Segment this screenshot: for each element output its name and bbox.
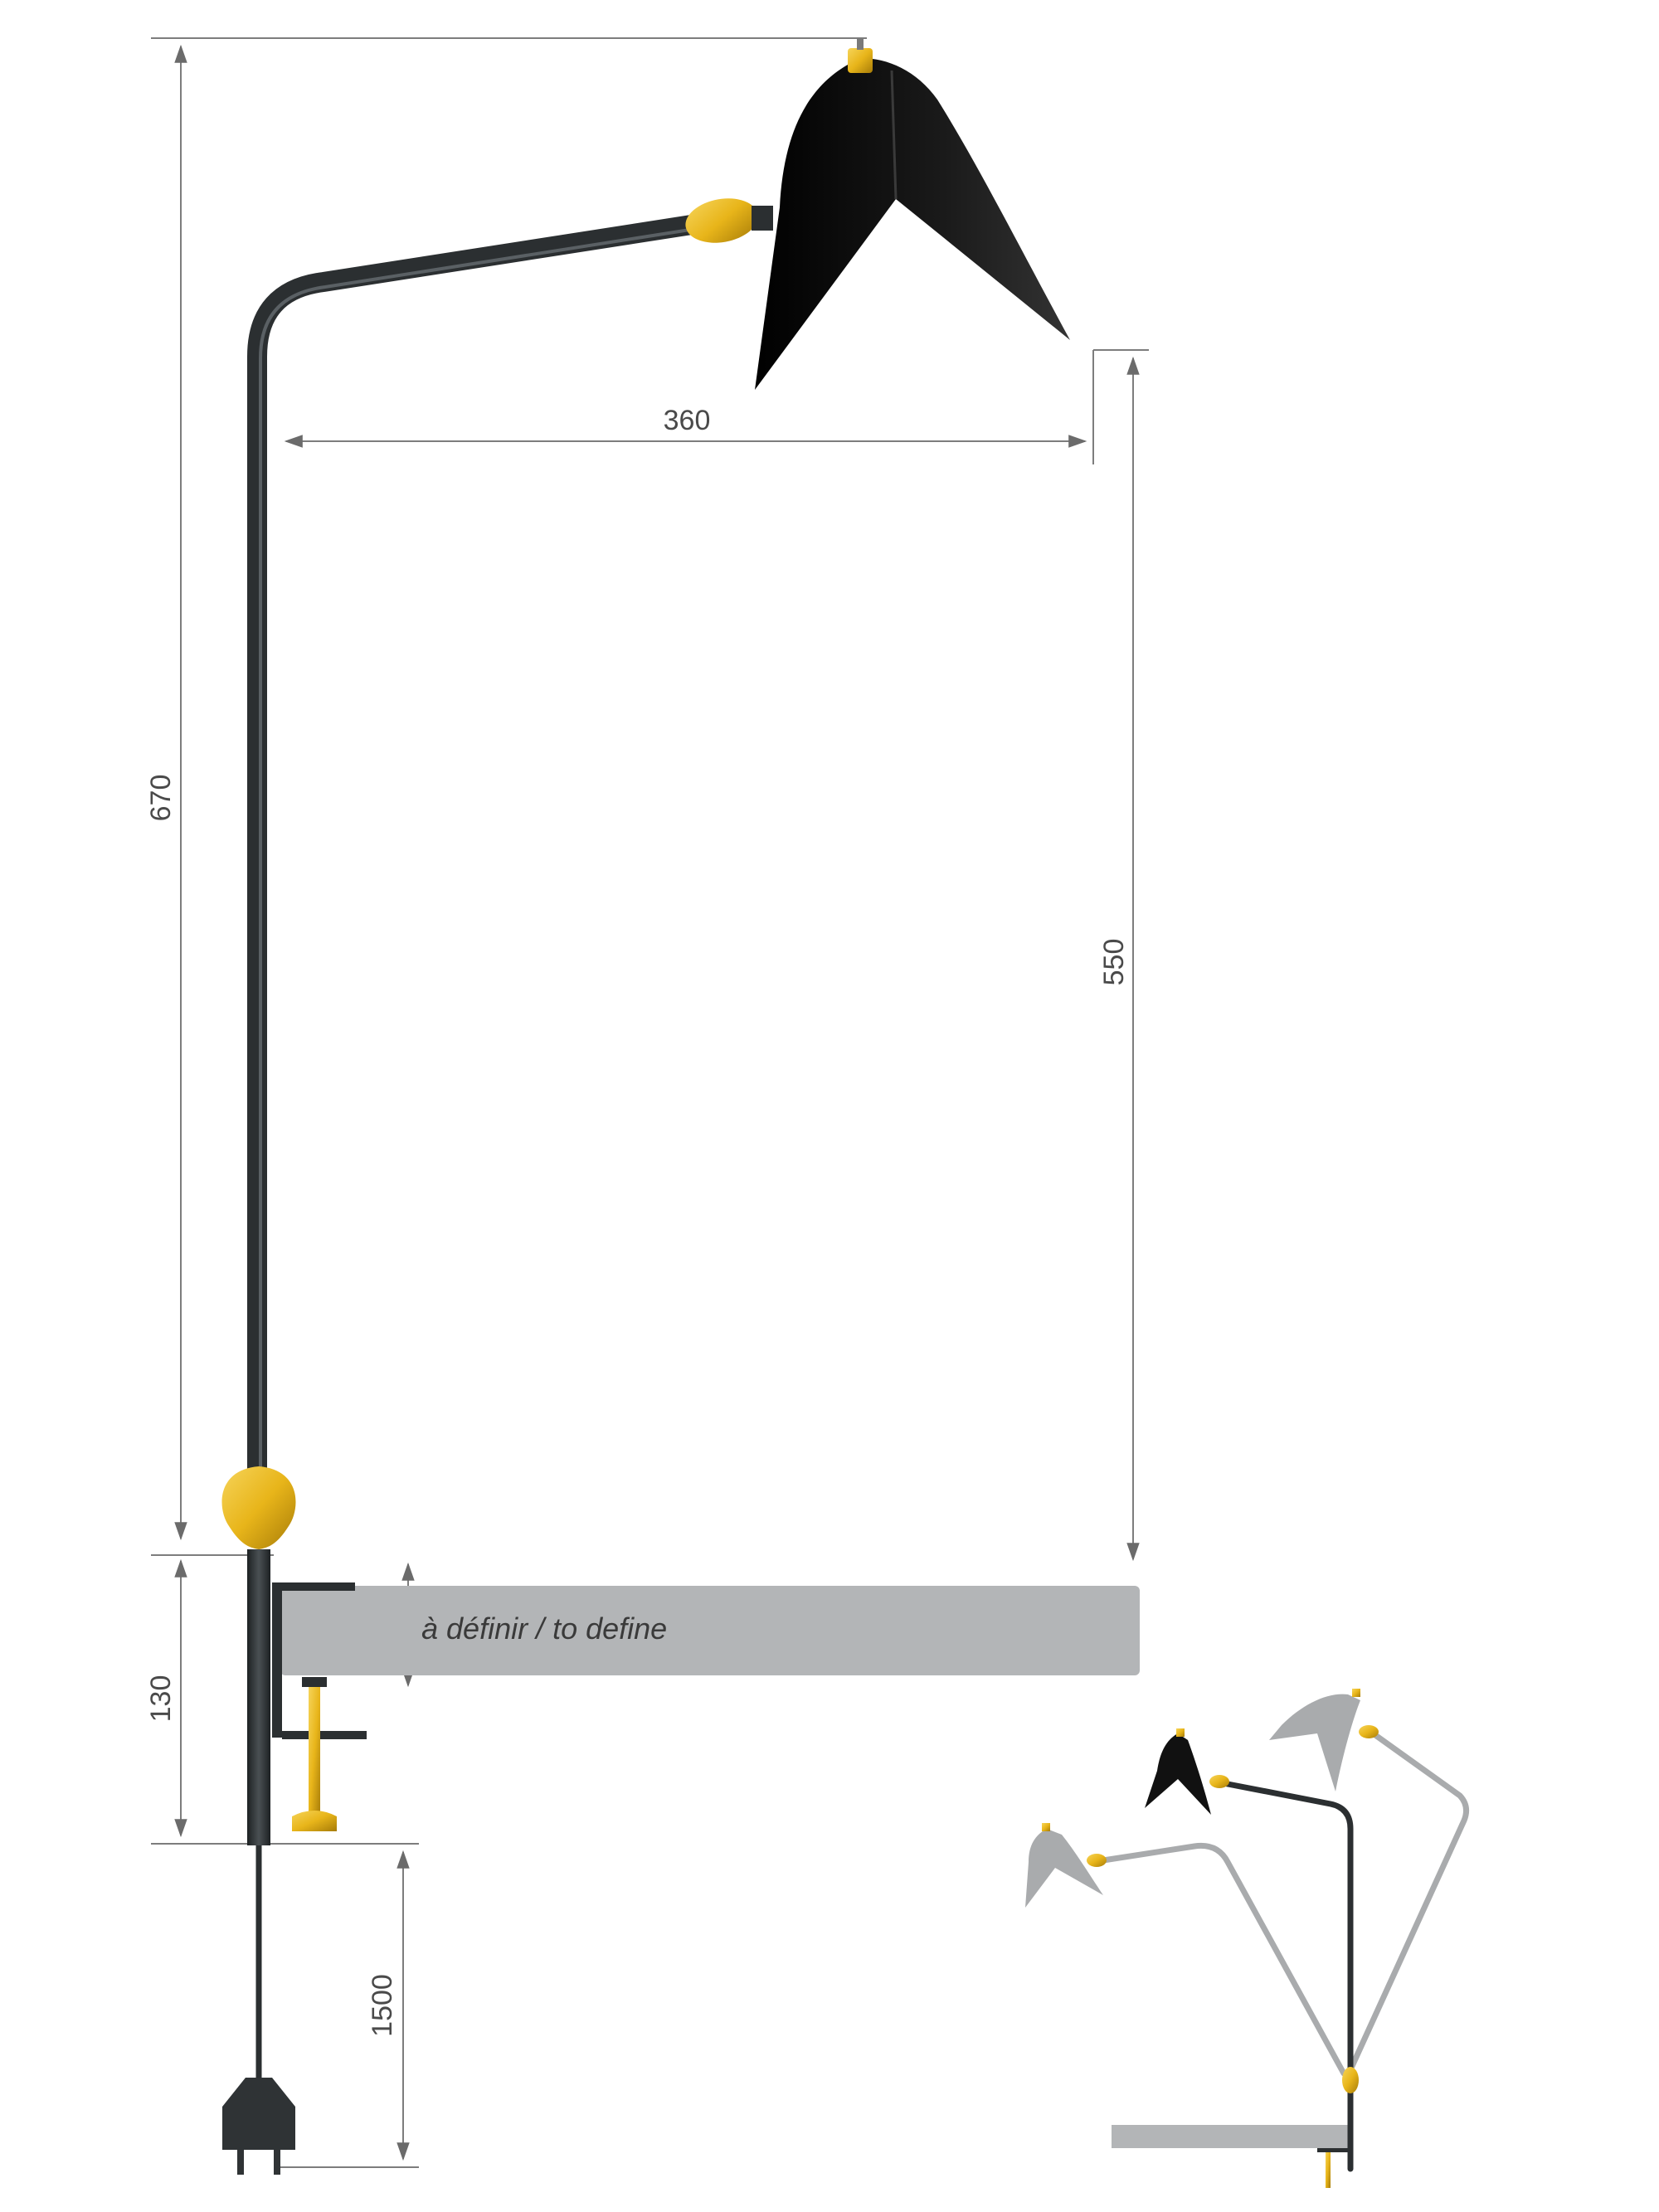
ghost-joint-right xyxy=(1359,1725,1379,1738)
ghost-arm-right xyxy=(1345,1732,1470,2077)
mini-clamp-jaw xyxy=(1317,2148,1350,2152)
rotation-diagram xyxy=(1025,1689,1470,2188)
shade-connector xyxy=(752,206,773,231)
pole-highlight xyxy=(259,227,696,1476)
plug-prong-left xyxy=(237,2150,244,2175)
desk-board xyxy=(280,1586,1140,1675)
ghost-arm-left xyxy=(1100,1842,1347,2077)
arm-brass-joint xyxy=(685,198,758,243)
shade-top-pin xyxy=(857,38,864,50)
mini-brass-joint xyxy=(1342,2067,1359,2093)
ghost-shade-left xyxy=(1025,1829,1103,1908)
ghost-joint-left xyxy=(1087,1854,1107,1867)
plug-prong-right xyxy=(274,2150,280,2175)
ghost-shade-right xyxy=(1269,1694,1360,1791)
ghost-shade-right-cap xyxy=(1352,1689,1360,1697)
mini-shade-cap xyxy=(1176,1728,1185,1737)
drop-height-label: 550 xyxy=(1098,939,1130,986)
clamp-lower-jaw xyxy=(282,1731,367,1739)
lower-pole xyxy=(247,1549,270,1845)
desk-clamp xyxy=(272,1582,367,1831)
mini-clamp-screw xyxy=(1326,2148,1331,2188)
lamp-main xyxy=(221,38,1070,2090)
clamp-screw-icon xyxy=(309,1687,320,1820)
brass-joint-icon xyxy=(221,1466,296,1549)
clamp-note-label: à définir / to define xyxy=(421,1612,667,1646)
mini-arm-joint xyxy=(1209,1775,1229,1788)
clamp-upper-jaw xyxy=(272,1582,355,1738)
plug-icon xyxy=(222,2078,295,2175)
mini-pole xyxy=(1220,1780,1354,2172)
shade-top-cap xyxy=(848,48,873,73)
lamp-shade-icon xyxy=(755,58,1070,390)
ghost-shade-left-cap xyxy=(1042,1823,1050,1831)
shade-crease xyxy=(890,70,898,200)
clamp-lower-arm xyxy=(302,1677,327,1687)
arm-reach-label: 360 xyxy=(664,405,711,436)
plug-body xyxy=(222,2078,295,2150)
mini-shade xyxy=(1145,1733,1211,1815)
cable-length-label: 1500 xyxy=(367,1974,398,2037)
clamp-height-label: 130 xyxy=(145,1675,177,1723)
total-height-label: 670 xyxy=(145,775,177,822)
dimension-lines xyxy=(151,37,1149,2168)
upper-pole-and-arm xyxy=(247,214,707,1495)
mini-desk xyxy=(1112,2125,1352,2148)
clamp-screw-base xyxy=(292,1811,337,1831)
